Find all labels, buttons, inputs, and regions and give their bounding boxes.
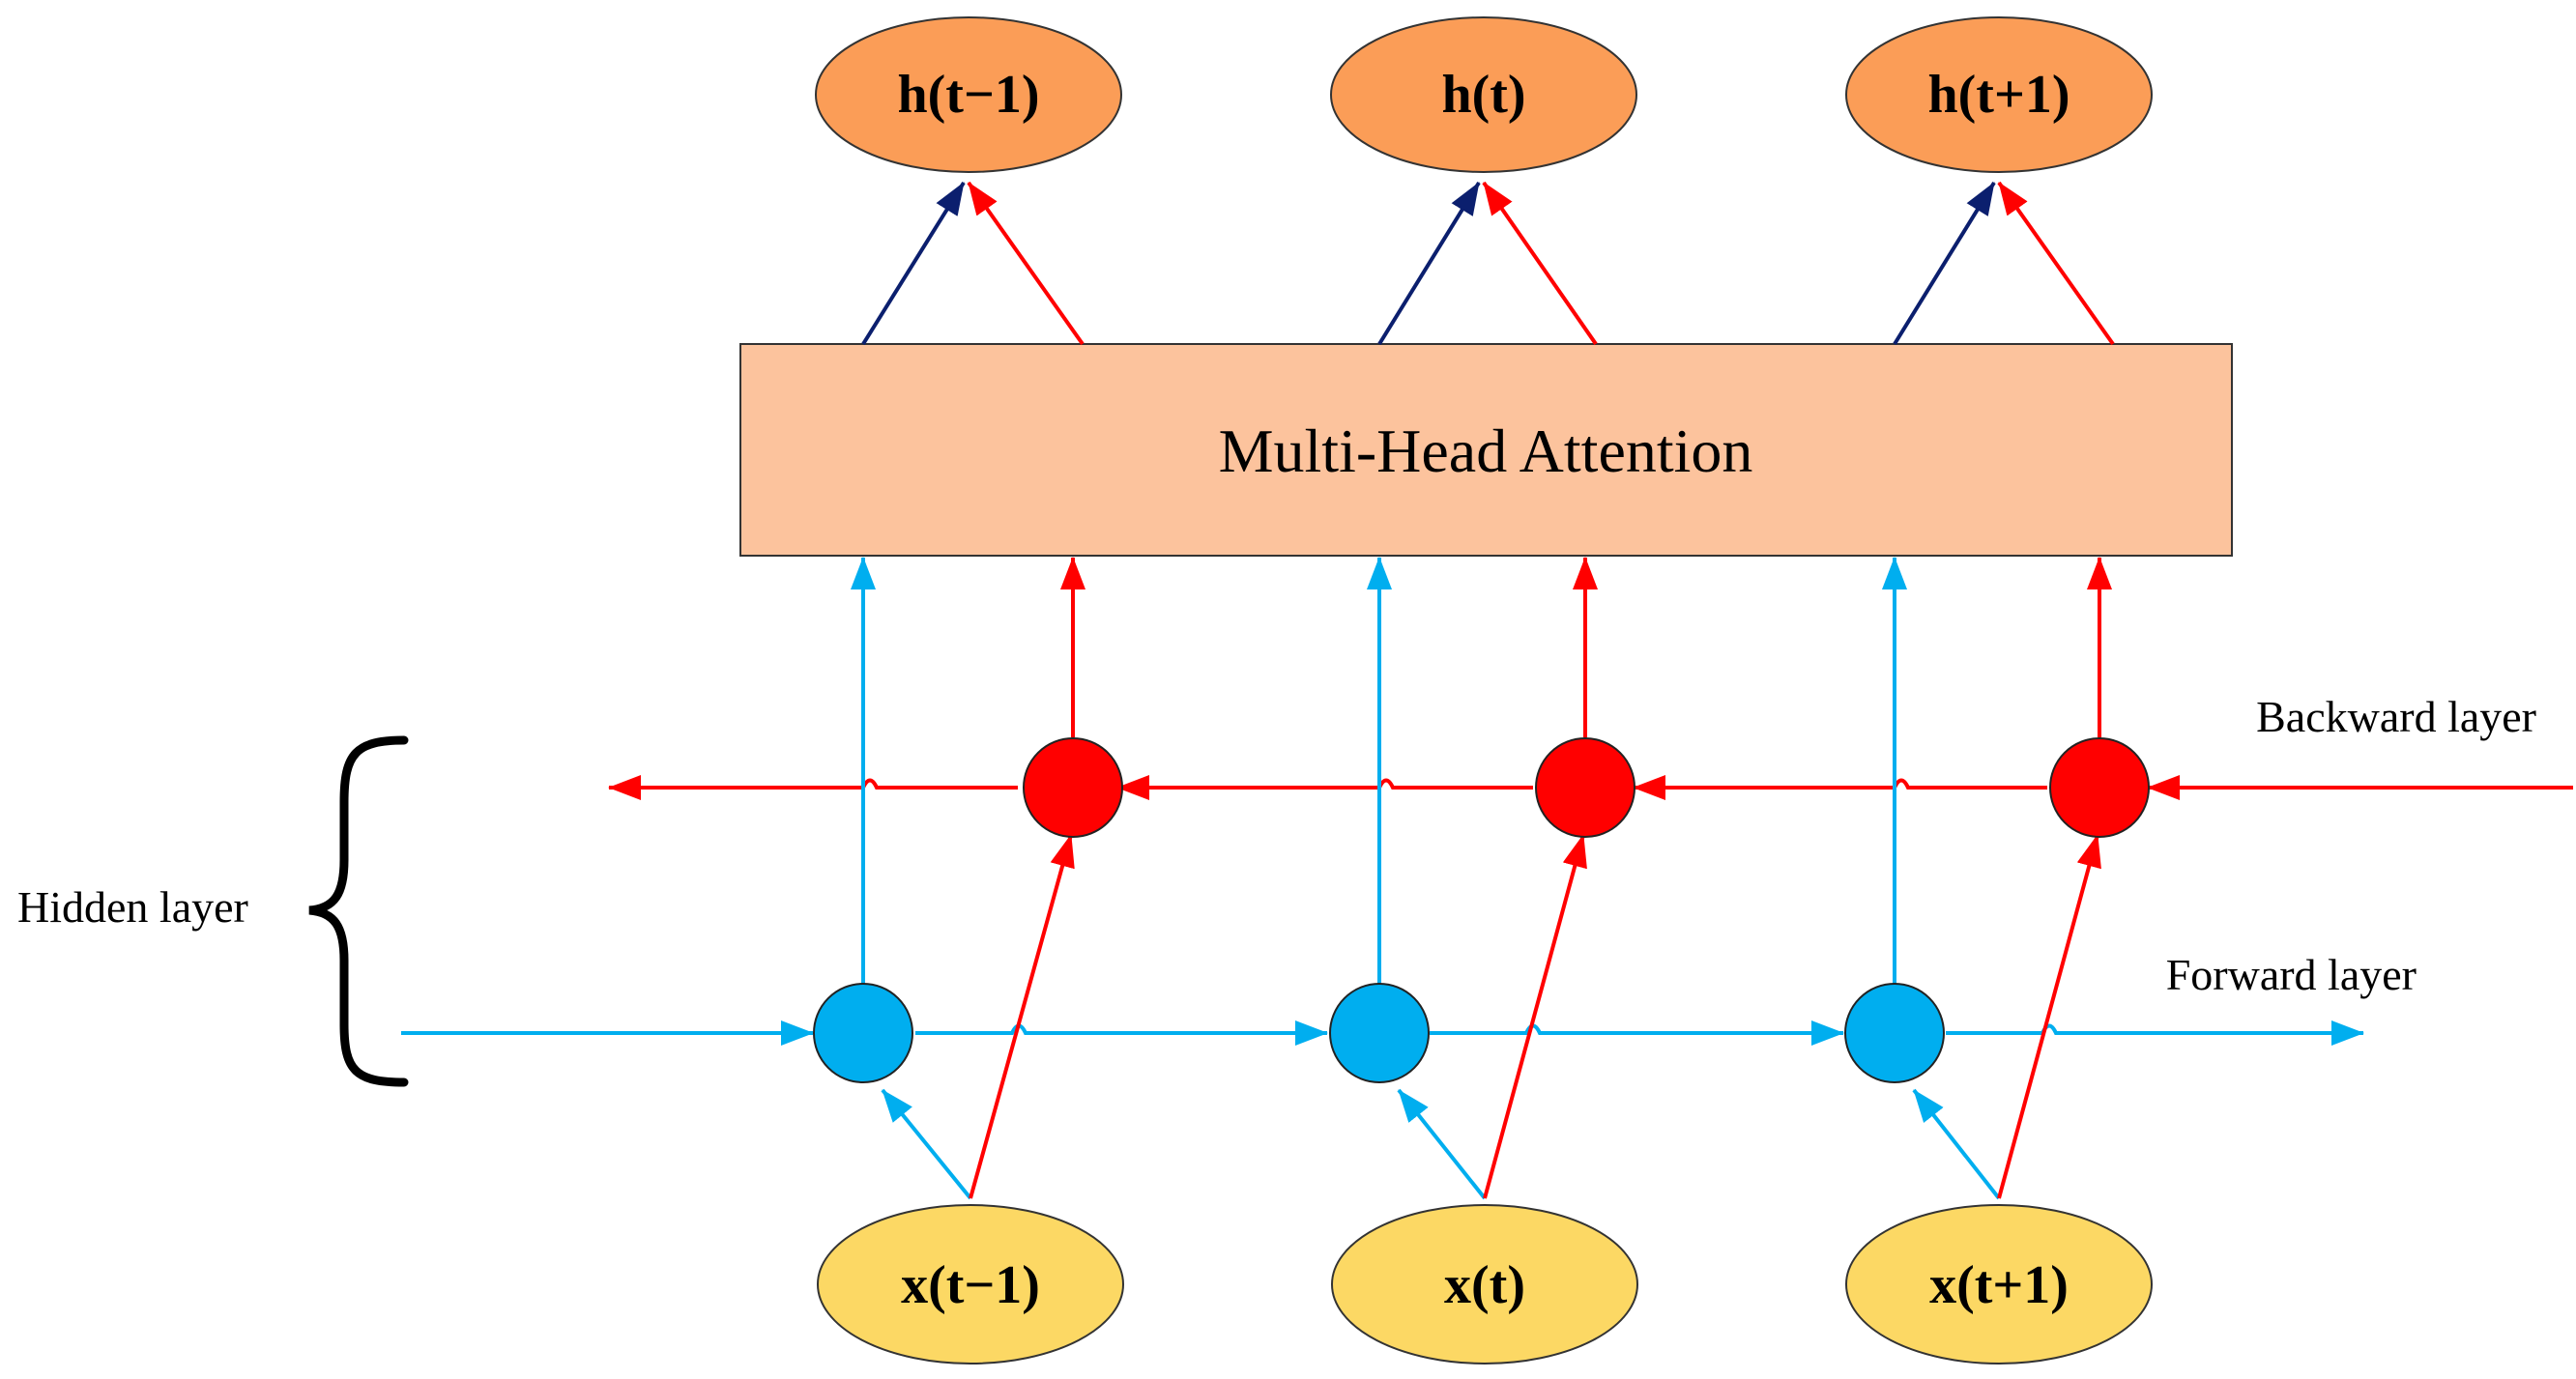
- red-arrow-1: [967, 181, 1085, 346]
- forward-node-1: [813, 983, 913, 1083]
- attention-box: [739, 343, 2233, 557]
- forward-to-attention-arrows: [851, 557, 1907, 984]
- output-label-2: h(t): [1441, 65, 1525, 125]
- navy-arrow-3: [1893, 181, 1996, 346]
- input-label-2: x(t): [1444, 1255, 1525, 1315]
- output-label-1: h(t−1): [898, 65, 1040, 125]
- backward-node-2: [1535, 737, 1635, 838]
- forward-node-2: [1329, 983, 1430, 1083]
- attention-label: Multi-Head Attention: [1219, 417, 1753, 485]
- output-node-2: h(t): [1330, 16, 1637, 173]
- input-node-1: x(t−1): [817, 1204, 1124, 1365]
- backward-layer-label: Backward layer: [2256, 692, 2536, 741]
- input-node-2: x(t): [1331, 1204, 1638, 1365]
- output-node-3: h(t+1): [1845, 16, 2153, 173]
- input-node-3: x(t+1): [1845, 1204, 2153, 1365]
- hidden-layer-brace: [308, 735, 409, 1087]
- forward-layer-label: Forward layer: [2166, 950, 2417, 999]
- input-label-1: x(t−1): [901, 1255, 1040, 1315]
- input-label-3: x(t+1): [1929, 1255, 2069, 1315]
- backward-node-1: [1023, 737, 1123, 838]
- backward-node-3: [2049, 737, 2150, 838]
- input-to-backward-arrows: [969, 834, 2101, 1199]
- backward-to-attention-arrows: [1060, 557, 2112, 737]
- forward-node-3: [1844, 983, 1945, 1083]
- output-label-3: h(t+1): [1928, 65, 2070, 125]
- red-arrow-3: [1997, 181, 2115, 346]
- input-to-forward-arrows: [881, 1088, 2001, 1200]
- hidden-layer-label: Hidden layer: [17, 882, 248, 932]
- red-arrow-2: [1482, 181, 1598, 346]
- navy-arrow-2: [1377, 181, 1481, 346]
- output-node-1: h(t−1): [815, 16, 1122, 173]
- navy-arrow-1: [861, 181, 966, 346]
- attention-to-output-arrows: [861, 181, 2115, 346]
